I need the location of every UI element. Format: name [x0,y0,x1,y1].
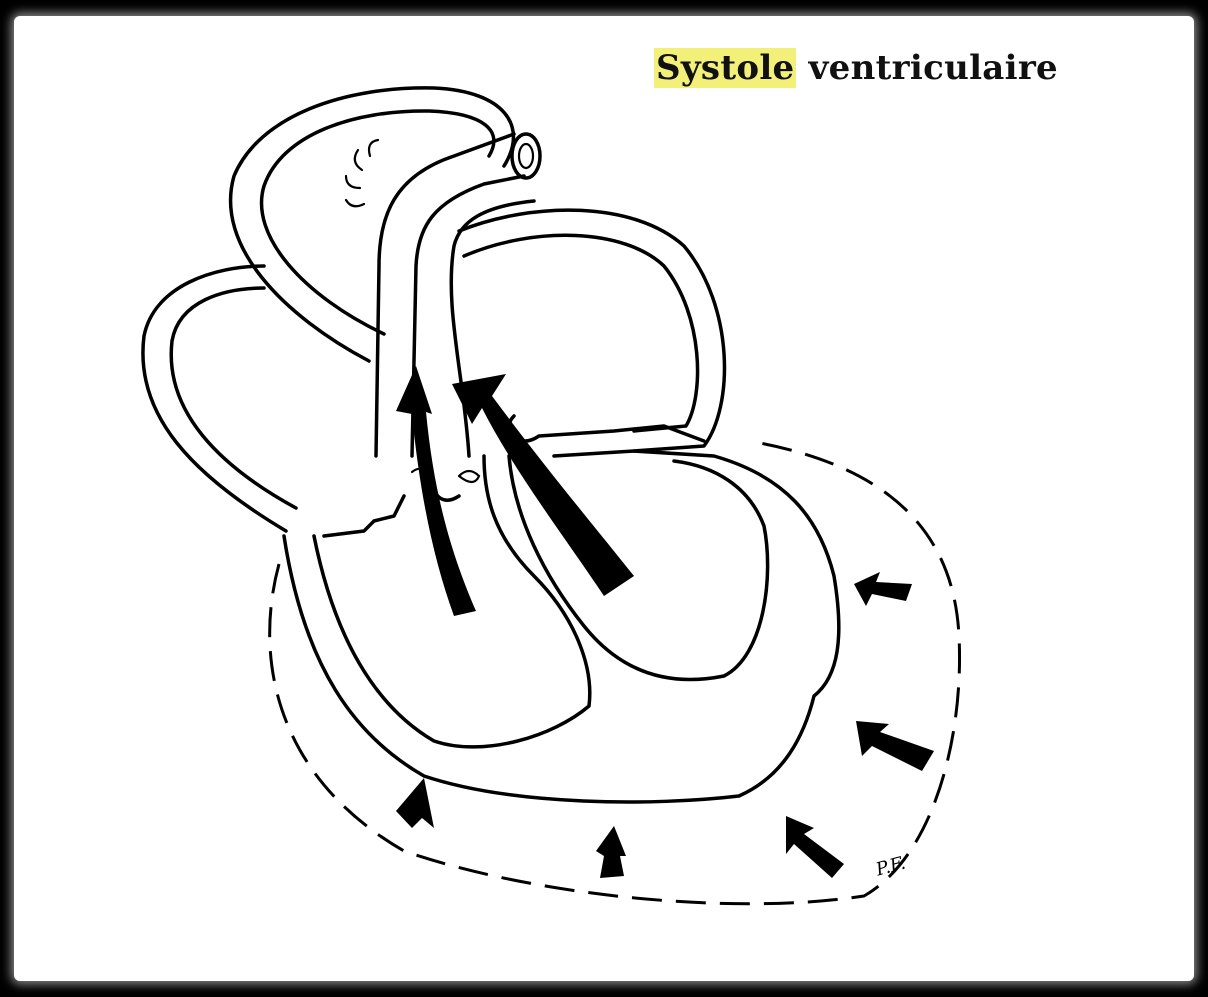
heart-illustration [14,16,1194,981]
compression-arrow-2 [596,826,626,878]
compression-arrow-4 [856,721,934,771]
compression-arrow-5 [854,572,912,606]
right-atrium [143,266,296,531]
diagram-frame: Systole ventriculaire [14,16,1194,981]
vessel-opening [512,134,540,178]
compression-arrows [396,572,934,878]
ventricles [284,416,839,802]
left-atrium [231,88,514,361]
compression-arrow-1 [396,778,434,828]
compression-arrow-3 [786,816,844,878]
